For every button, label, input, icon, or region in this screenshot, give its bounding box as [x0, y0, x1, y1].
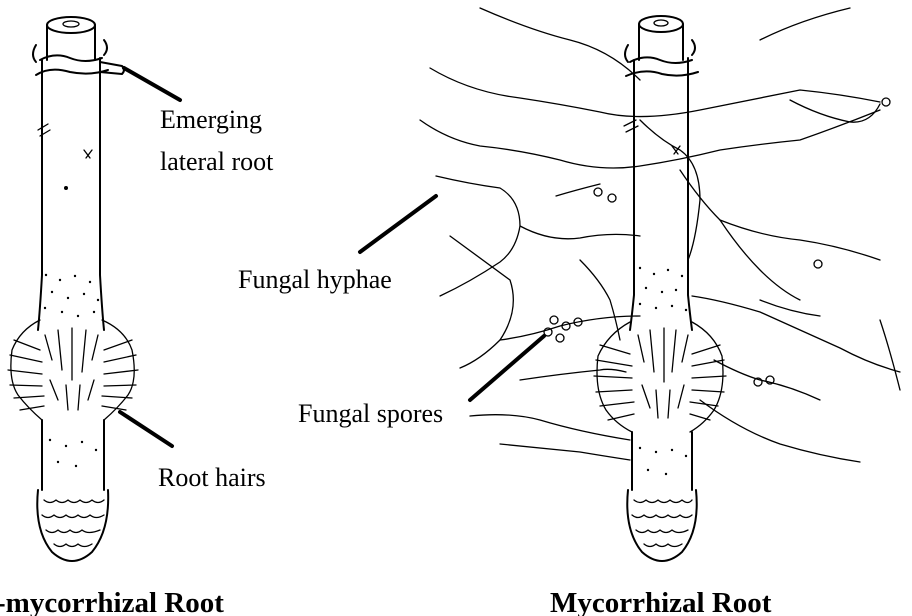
left-stipple-band: [44, 274, 99, 317]
title-non-mycorrhizal: -mycorrhizal Root: [0, 587, 224, 616]
left-root-shaft: [38, 58, 104, 330]
right-root-hairs: [594, 322, 726, 432]
right-root-lower-shaft: [632, 432, 692, 490]
left-stipple-lower: [49, 439, 97, 467]
fungal-hyphae-network: [420, 8, 900, 462]
label-root-hairs: Root hairs: [158, 463, 266, 492]
non-mycorrhizal-root-illustration: [8, 17, 138, 561]
fungal-spores-leader: [470, 336, 544, 400]
label-emerging-line1: Emerging: [160, 105, 262, 134]
root-hairs-leader: [120, 412, 172, 446]
left-root-cut-top: [47, 17, 95, 33]
fungal-spores: [544, 98, 890, 386]
right-stipple-band: [639, 267, 687, 311]
left-root-lower-shaft: [42, 420, 104, 490]
left-lateral-root: [100, 62, 124, 74]
right-root-cap: [627, 490, 696, 561]
label-fungal-hyphae: Fungal hyphae: [238, 265, 392, 294]
left-root-hairs: [8, 320, 138, 420]
right-root-cut-top: [639, 16, 683, 32]
fungal-hyphae-leader: [360, 196, 436, 252]
emerging-lateral-root-leader: [124, 68, 180, 100]
title-mycorrhizal: Mycorrhizal Root: [550, 587, 772, 616]
right-root-shaft: [630, 58, 692, 330]
mycorrhizal-root-illustration: [594, 16, 726, 561]
label-emerging-line2: lateral root: [160, 147, 274, 176]
label-fungal-spores: Fungal spores: [298, 399, 443, 428]
left-root-cap: [37, 490, 108, 561]
